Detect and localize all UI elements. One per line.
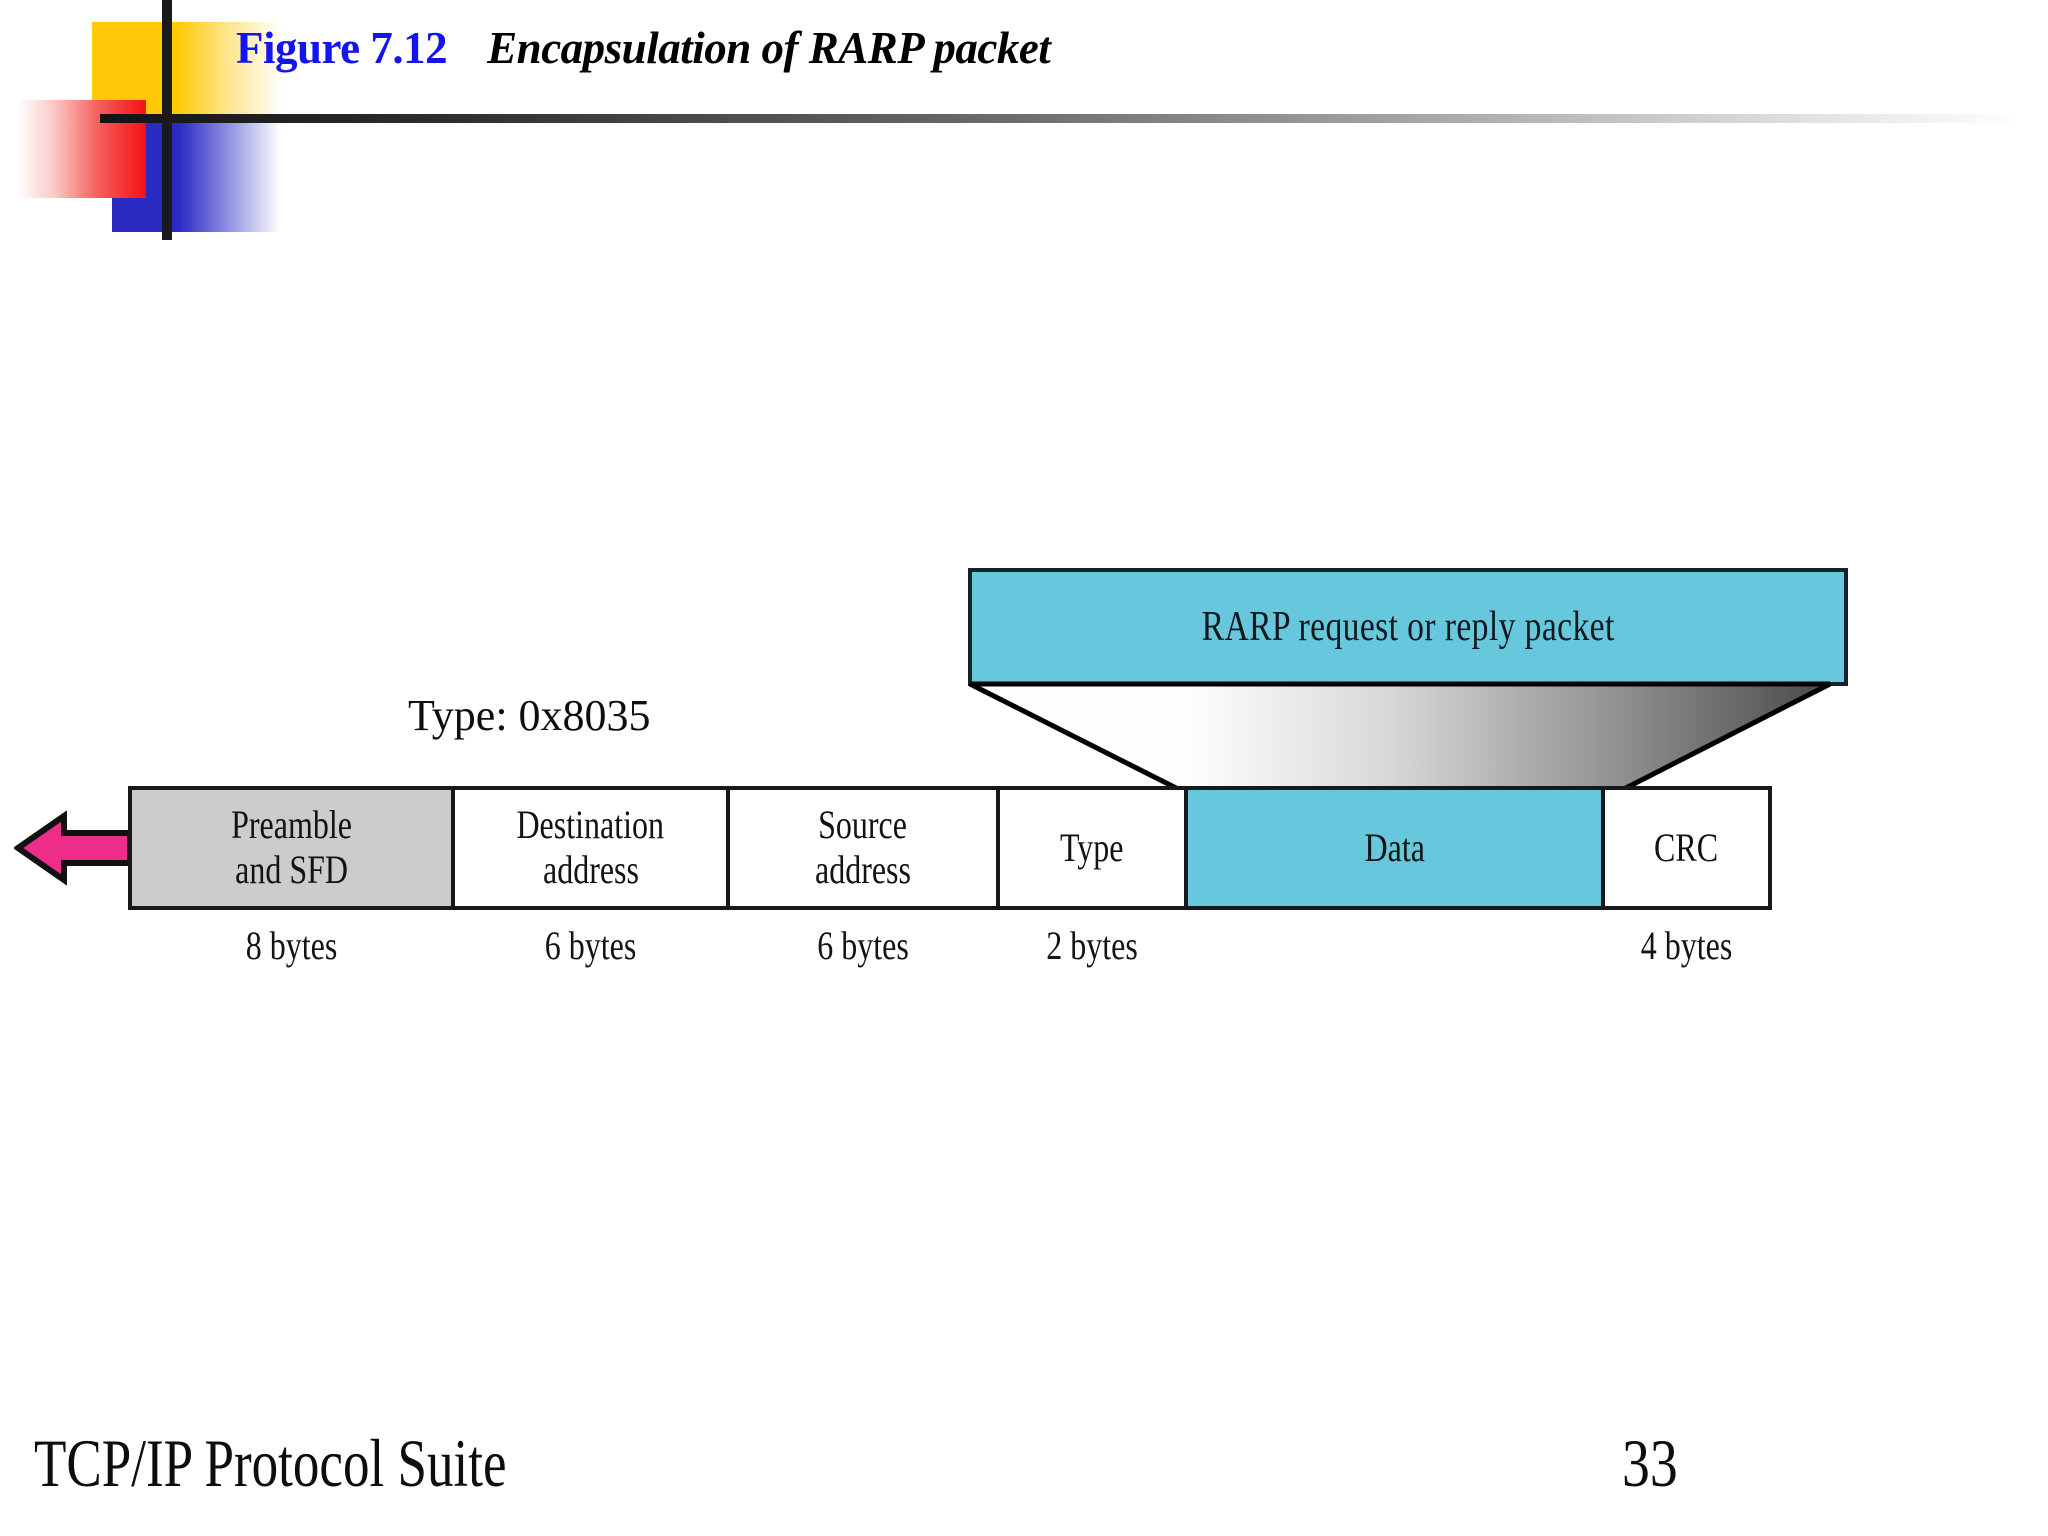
frame-field-label: address <box>542 847 639 892</box>
frame-field-label: Source <box>818 802 908 848</box>
frame-field-label: CRC <box>1654 824 1719 870</box>
figure-caption: Encapsulation of RARP packet <box>487 23 1051 73</box>
frame-field-type: Type <box>996 786 1188 910</box>
frame-field-label: Data <box>1364 824 1425 870</box>
encapsulation-funnel <box>968 681 1832 797</box>
frame-field-label: Preamble <box>231 802 352 848</box>
rarp-packet-label: RARP request or reply packet <box>1201 604 1615 650</box>
frame-field-size-destination: 6 bytes <box>544 923 637 968</box>
frame-field-label: Type <box>1060 824 1124 870</box>
frame-field-size-source: 6 bytes <box>817 923 909 968</box>
arrow-left-icon <box>14 810 133 886</box>
frame-field-label: and SFD <box>235 847 348 892</box>
frame-field-preamble: Preamble and SFD <box>128 786 455 910</box>
funnel-shape <box>968 681 1832 797</box>
frame-field-data: Data <box>1184 786 1605 910</box>
rarp-packet-box: RARP request or reply packet <box>968 568 1848 686</box>
frame-field-size-type: 2 bytes <box>1046 923 1138 968</box>
header-decoration <box>0 0 420 250</box>
type-value-note: Type: 0x8035 <box>408 691 651 740</box>
figure-number: Figure 7.12 <box>236 23 448 73</box>
frame-field-label: address <box>815 847 911 892</box>
footer-book-title: TCP/IP Protocol Suite <box>34 1425 507 1501</box>
footer-page-number: 33 <box>1622 1425 1678 1501</box>
frame-field-size-crc: 4 bytes <box>1640 923 1733 968</box>
frame-field-label: Destination <box>516 802 665 848</box>
frame-field-source-address: Source address <box>726 786 1000 910</box>
frame-field-size-preamble: 8 bytes <box>245 923 338 968</box>
frame-field-destination-address: Destination address <box>451 786 730 910</box>
frame-direction-arrow <box>14 810 133 886</box>
decorative-horizontal-rule <box>100 114 2020 123</box>
page-title: Figure 7.12 Encapsulation of RARP packet <box>236 23 1051 73</box>
frame-field-crc: CRC <box>1601 786 1772 910</box>
ethernet-frame-fields: Preamble and SFD Destination address Sou… <box>128 786 1772 910</box>
